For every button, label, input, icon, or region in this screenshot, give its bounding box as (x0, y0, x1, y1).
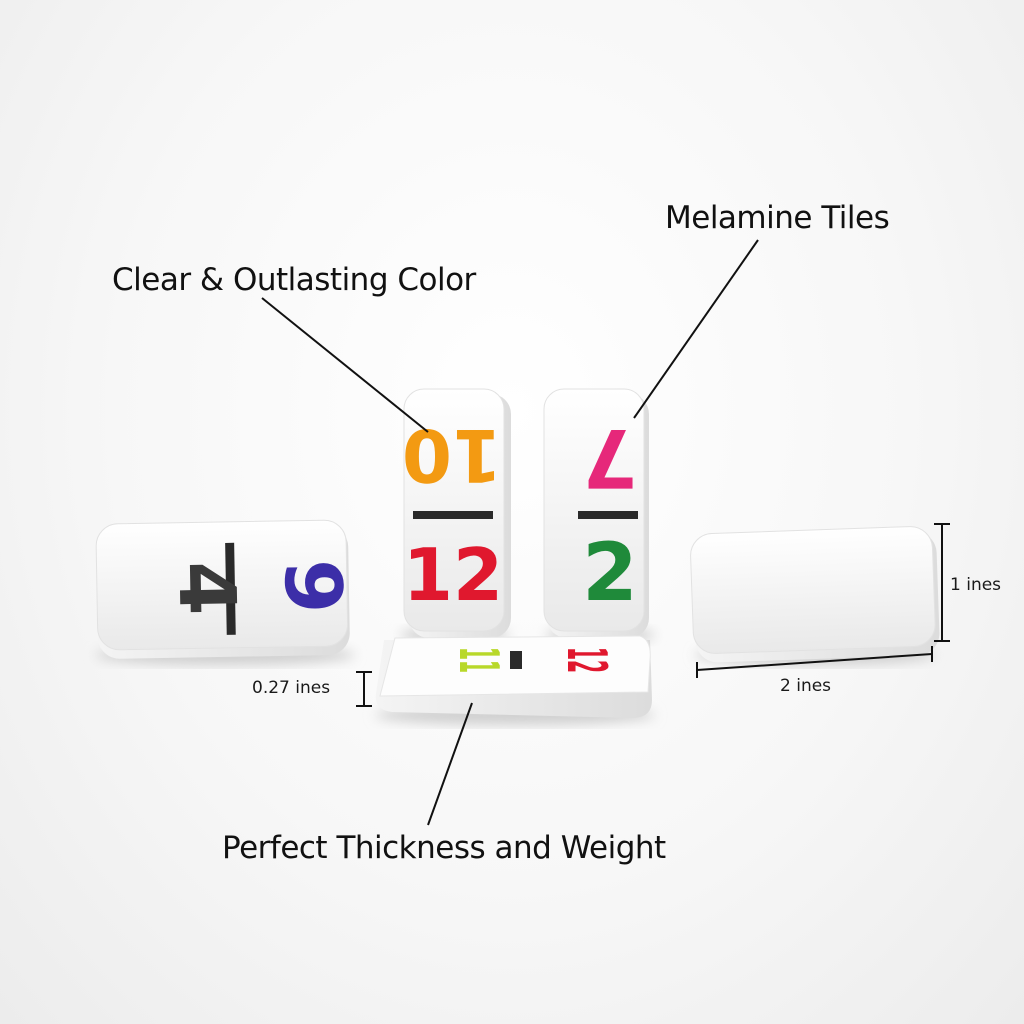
dimension-thickness-bracket (356, 671, 372, 707)
tile-number: 11 (447, 647, 511, 673)
callout-melamine-label: Melamine Tiles (665, 200, 890, 236)
domino-tile-back (690, 526, 940, 663)
tile-number: 9 (266, 559, 357, 615)
tile-number: 12 (555, 647, 619, 673)
tile-divider (413, 511, 493, 519)
dimension-thickness-label: 0.27 ines (252, 678, 331, 698)
tile-number: 2 (582, 526, 638, 619)
domino-tile-10-12: 10 12 (402, 388, 511, 638)
callout-line-thickness (427, 702, 473, 826)
domino-tile-7-2: 7 2 (543, 388, 649, 638)
domino-tile-4-9: 4 9 (95, 519, 357, 659)
tile-divider (578, 511, 638, 519)
dimension-height-label: 1 ines (950, 575, 1002, 595)
callout-line-color (261, 297, 429, 433)
dimension-width-label: 2 ines (780, 676, 832, 696)
callout-color-label: Clear & Outlasting Color (112, 262, 476, 298)
tile-number: 7 (582, 411, 638, 504)
dimension-width-bracket (696, 646, 933, 678)
dimension-height-bracket (934, 523, 950, 642)
tile-divider (225, 542, 236, 635)
callout-thickness-label: Perfect Thickness and Weight (222, 830, 666, 866)
tile-number: 10 (402, 413, 502, 497)
tile-divider (510, 651, 522, 669)
tile-number: 4 (160, 560, 251, 616)
callout-line-melamine (633, 239, 759, 419)
domino-tile-11-12: 11 12 (375, 635, 652, 718)
tile-number: 12 (403, 533, 503, 617)
